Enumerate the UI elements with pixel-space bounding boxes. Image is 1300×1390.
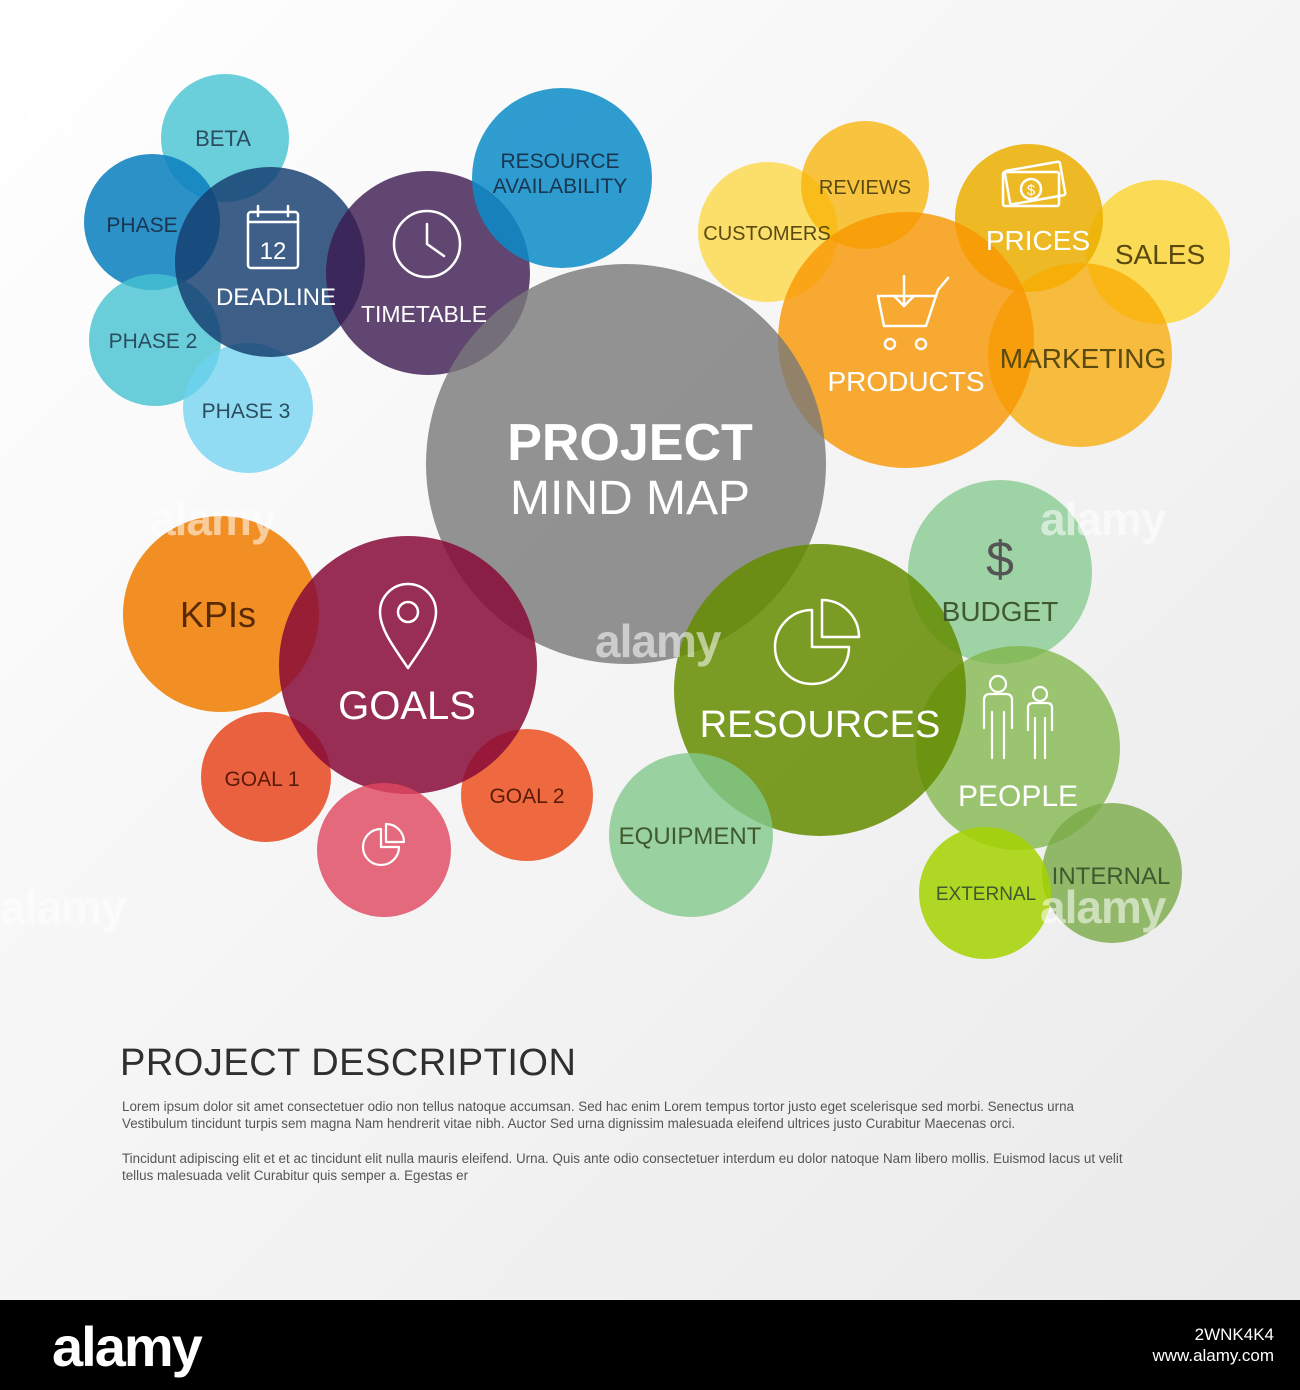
cash-icon — [1001, 160, 1067, 208]
label-deadline: DEADLINE — [216, 284, 336, 311]
bubble-marketing — [988, 263, 1172, 447]
people-icon — [982, 674, 1054, 760]
label-reviews: REVIEWS — [819, 177, 911, 199]
label-prices: PRICES — [986, 225, 1090, 256]
description-title: PROJECT DESCRIPTION — [120, 1042, 577, 1084]
label-goal-1: GOAL 1 — [224, 768, 299, 791]
budget-dollar-icon: $ — [986, 531, 1014, 587]
label-phase-2: PHASE 2 — [109, 330, 198, 353]
calendar-day-number: 12 — [260, 238, 287, 265]
label-timetable: TIMETABLE — [361, 301, 487, 327]
label-equipment: EQUIPMENT — [619, 823, 762, 850]
bubble-internal — [1042, 803, 1182, 943]
description-paragraph-2: Tincidunt adipiscing elit et et ac tinci… — [122, 1151, 1123, 1183]
bubble-goals — [279, 536, 537, 794]
center-title-line-2: MIND MAP — [510, 472, 750, 525]
bubble-timetable — [326, 171, 530, 375]
label-phase: PHASE — [106, 214, 177, 237]
footer-logo: alamy — [52, 1315, 203, 1378]
label-budget: BUDGET — [942, 596, 1059, 627]
bubble-people — [916, 646, 1120, 850]
bubble-budget — [908, 480, 1092, 664]
label-internal: INTERNAL — [1052, 863, 1171, 890]
label-resource-line-2: AVAILABILITY — [493, 175, 628, 198]
shopping-cart-icon — [876, 274, 950, 351]
label-kpis: KPIs — [180, 594, 256, 635]
mind-map-diagram: 12 $ $ — [84, 74, 1230, 959]
bubble-products — [778, 212, 1034, 468]
pie-chart-icon — [773, 598, 861, 686]
label-products: PRODUCTS — [827, 366, 984, 397]
label-marketing: MARKETING — [1000, 343, 1166, 374]
label-external: EXTERNAL — [936, 884, 1036, 905]
label-customers: CUSTOMERS — [703, 223, 830, 245]
bubble-equipment — [609, 753, 773, 917]
label-goal-2: GOAL 2 — [489, 785, 564, 808]
bubble-goal-2 — [461, 729, 593, 861]
bubble-goals-sub — [317, 783, 451, 917]
description-paragraph-1: Lorem ipsum dolor sit amet consectetuer … — [122, 1099, 1074, 1131]
label-beta: BETA — [195, 126, 251, 151]
small-pie-chart-icon — [361, 822, 406, 867]
bubble-resource-availability — [472, 88, 652, 268]
center-bubble — [426, 264, 826, 664]
footer-site: www.alamy.com — [1152, 1346, 1274, 1365]
footer-image-info: 2WNK4K4 www.alamy.com — [1152, 1324, 1274, 1366]
label-goals: GOALS — [338, 684, 476, 728]
footer-image-id: 2WNK4K4 — [1194, 1325, 1274, 1344]
location-pin-icon — [378, 582, 438, 670]
label-phase-3: PHASE 3 — [202, 400, 291, 423]
calendar-icon — [246, 204, 300, 270]
bubble-kpis — [123, 516, 319, 712]
bubble-resources — [674, 544, 966, 836]
bubble-goal-1 — [201, 712, 331, 842]
clock-icon — [392, 209, 462, 279]
label-resources: RESOURCES — [700, 704, 941, 746]
footer-bar: alamy 2WNK4K4 www.alamy.com — [0, 1300, 1300, 1390]
center-title-line-1: PROJECT — [507, 414, 753, 472]
label-sales: SALES — [1115, 239, 1205, 270]
bubble-external — [919, 827, 1051, 959]
label-resource-line-1: RESOURCE — [500, 150, 619, 173]
dollar-sign-icon: $ — [1027, 182, 1036, 199]
bubble-deadline — [175, 167, 365, 357]
bubble-phase-3 — [183, 343, 313, 473]
label-people: PEOPLE — [958, 780, 1078, 813]
